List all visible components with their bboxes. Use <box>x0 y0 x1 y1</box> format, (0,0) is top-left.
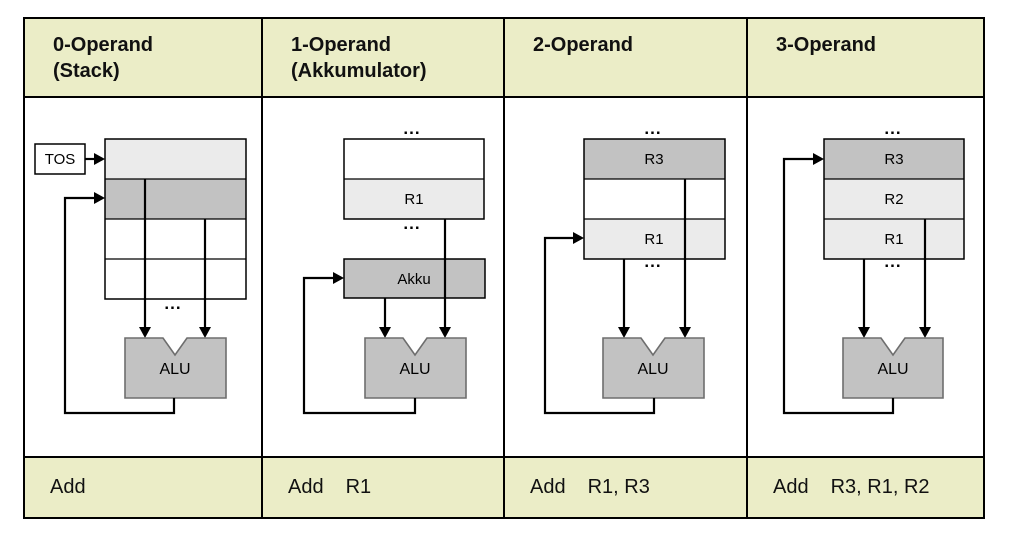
three-operand-architecture-svg: ... R3 R2 R1 ... ALU <box>782 119 965 415</box>
register-cell-r2 <box>824 179 964 219</box>
down-arrowhead-icon <box>618 327 630 338</box>
diagram-2-operand: ... R3 R1 ... ALU <box>505 98 748 458</box>
register-frame <box>823 138 965 260</box>
instruction-operands: R3, R1, R2 <box>830 476 930 498</box>
instruction-3-operand: Add R3, R1, R2 <box>748 458 983 517</box>
register-label-r1: R1 <box>884 231 903 248</box>
ellipsis: ... <box>884 119 901 138</box>
down-arrowhead-icon <box>199 327 211 338</box>
register-frame <box>583 138 726 260</box>
down-arrowhead-icon <box>139 327 151 338</box>
ellipsis: ... <box>403 119 420 138</box>
stack-cell-top <box>105 139 246 179</box>
feedback-loop <box>63 196 176 415</box>
ellipsis: ... <box>884 252 901 271</box>
instruction-2-operand: Add R1, R3 <box>505 458 748 517</box>
feedback-loop <box>543 236 656 415</box>
diagram-3-operand: ... R3 R2 R1 ... ALU <box>748 98 983 458</box>
register-label-r1: R1 <box>404 191 423 208</box>
ellipsis: ... <box>644 252 661 271</box>
feedback-arrowhead-icon <box>333 272 344 284</box>
header-0-operand: 0-Operand (Stack) <box>25 19 263 98</box>
tos-box <box>34 143 86 175</box>
diagram-akkumulator: ... R1 ... Akku ALU <box>263 98 505 458</box>
down-arrowhead-icon <box>439 327 451 338</box>
down-arrowhead-icon <box>379 327 391 338</box>
header-line-2: (Akkumulator) <box>291 60 427 82</box>
register-cell-r3 <box>824 139 964 179</box>
header-line-1: 1-Operand <box>291 34 392 56</box>
akku-architecture-svg: ... R1 ... Akku ALU <box>302 119 486 415</box>
alu-label: ALU <box>159 361 190 378</box>
feedback-arrowhead-icon <box>813 153 824 165</box>
down-arrowhead-icon <box>679 327 691 338</box>
register-label-r2: R2 <box>884 191 903 208</box>
stack-cell-second <box>105 179 246 219</box>
two-operand-architecture-svg: ... R3 R1 ... ALU <box>543 119 726 415</box>
register-cell-r3 <box>584 139 725 179</box>
alu-unit <box>364 337 467 399</box>
instruction-mnemonic: Add <box>50 476 86 498</box>
instruction-mnemonic: Add <box>773 476 809 498</box>
header-line-1: 3-Operand <box>776 34 877 56</box>
instruction-operands: R1, R3 <box>587 476 650 498</box>
register-cell-empty <box>584 179 725 219</box>
alu-unit <box>602 337 705 399</box>
register-cell-empty <box>344 139 484 179</box>
akku-box <box>343 258 486 299</box>
instruction-mnemonic: Add <box>288 476 324 498</box>
ellipsis: ... <box>403 214 420 233</box>
register-label-r1: R1 <box>644 231 663 248</box>
feedback-loop <box>782 157 895 415</box>
ellipsis: ... <box>644 119 661 138</box>
register-label-r3: R3 <box>884 151 903 168</box>
down-arrowhead-icon <box>858 327 870 338</box>
feedback-arrowhead-icon <box>94 192 105 204</box>
tos-label: TOS <box>45 151 76 168</box>
instruction-stack: Add <box>25 458 263 517</box>
diagram-stack: TOS ... ALU <box>25 98 263 458</box>
stack-architecture-svg: TOS ... ALU <box>34 138 247 415</box>
akku-label: Akku <box>397 271 430 288</box>
stack-cell-fourth <box>105 259 246 299</box>
stack-cell-third <box>105 219 246 259</box>
alu-label: ALU <box>877 361 908 378</box>
register-cell-r1 <box>584 219 725 259</box>
register-frame <box>343 138 485 220</box>
header-line-2: (Stack) <box>53 60 120 82</box>
alu-unit <box>124 337 227 399</box>
ellipsis: ... <box>164 294 181 313</box>
feedback-arrowhead-icon <box>573 232 584 244</box>
stack-frame <box>104 138 247 300</box>
header-line-1: 0-Operand <box>53 34 154 56</box>
header-3-operand: 3-Operand <box>748 19 983 98</box>
alu-label: ALU <box>637 361 668 378</box>
header-line-1: 2-Operand <box>533 34 634 56</box>
tos-arrowhead-icon <box>94 153 105 165</box>
instruction-akkumulator: Add R1 <box>263 458 505 517</box>
header-1-operand: 1-Operand (Akkumulator) <box>263 19 505 98</box>
feedback-loop <box>302 276 417 415</box>
alu-unit <box>842 337 944 399</box>
header-2-operand: 2-Operand <box>505 19 748 98</box>
instruction-operands: R1 <box>345 476 372 498</box>
alu-label: ALU <box>399 361 430 378</box>
down-arrowhead-icon <box>919 327 931 338</box>
register-cell-r1 <box>824 219 964 259</box>
instruction-mnemonic: Add <box>530 476 566 498</box>
operand-architecture-table: 0-Operand (Stack) 1-Operand (Akkumulator… <box>23 17 985 519</box>
register-label-r3: R3 <box>644 151 663 168</box>
register-cell-r1 <box>344 179 484 219</box>
